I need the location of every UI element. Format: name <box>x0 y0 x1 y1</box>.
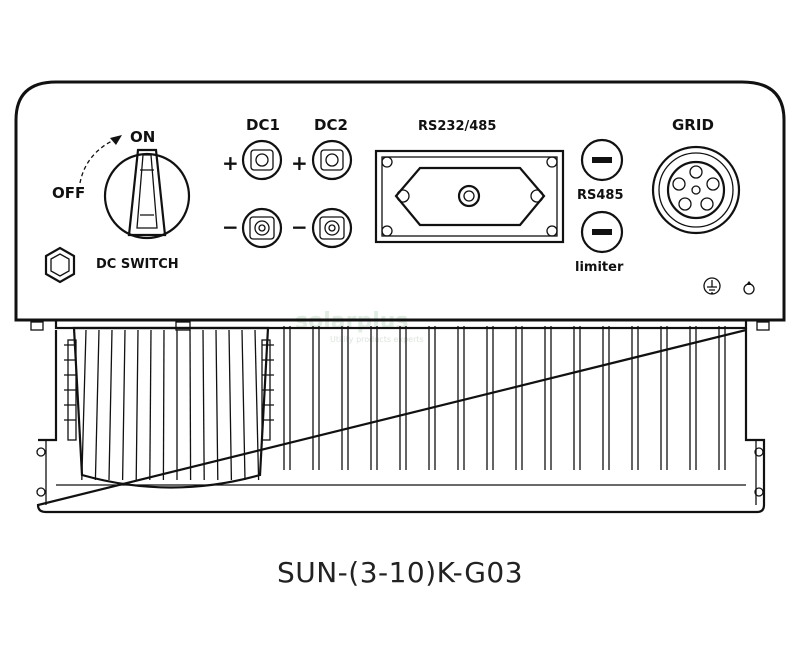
ground-screw <box>743 281 755 295</box>
dc2-plus-connector <box>311 139 353 181</box>
limiter-label: limiter <box>575 260 624 275</box>
heatsink-fin <box>399 326 407 470</box>
dc-switch-label: DC SWITCH <box>96 257 179 272</box>
heatsink-fin <box>486 326 494 470</box>
fan-fin <box>254 329 260 481</box>
dc2-minus-connector <box>311 207 353 249</box>
dc1-label: DC1 <box>246 116 280 134</box>
heatsink-fin <box>428 326 436 470</box>
fan-fin <box>241 329 246 481</box>
dc2-plus-sign: + <box>291 151 308 175</box>
heatsink-fin <box>457 326 465 470</box>
cable-gland-inner <box>50 253 70 277</box>
ground-symbol-icon <box>703 277 721 295</box>
mc4-connector-icon <box>255 153 269 167</box>
rs232-485-label: RS232/485 <box>418 119 496 134</box>
fan-housing <box>72 326 270 489</box>
inverter-housing <box>14 80 786 322</box>
heatsink-fin <box>341 326 349 470</box>
rs485-label: RS485 <box>577 188 624 203</box>
dc-switch: ON OFF DC SWITCH <box>52 128 191 272</box>
heatsink <box>30 318 770 514</box>
fan-fin <box>108 329 113 481</box>
dc1-plus-connector <box>241 139 283 181</box>
grid-connector-icon <box>651 145 741 235</box>
fan-fin <box>149 329 152 481</box>
db-connector-icon <box>374 149 565 244</box>
heatsink-fin <box>602 326 610 470</box>
watermark: solarplus Utility products experts <box>295 309 424 344</box>
off-label: OFF <box>52 184 85 202</box>
heatsink-fin <box>544 326 552 470</box>
limiter-port <box>580 210 624 254</box>
heatsink-fin <box>515 326 523 470</box>
dc2-label: DC2 <box>314 116 348 134</box>
dc1-minus-connector <box>241 207 283 249</box>
heatsink-fin <box>370 326 378 470</box>
fan-fins <box>81 329 260 481</box>
fan-fin <box>189 329 192 481</box>
fan-fin <box>215 329 219 481</box>
heatsink-fin <box>660 326 668 470</box>
rs485-port <box>580 138 624 182</box>
cable-gland <box>44 246 76 284</box>
fan-fin <box>135 329 139 481</box>
on-label: ON <box>130 128 155 146</box>
fan-fin <box>162 329 165 481</box>
model-caption: SUN-(3-10)K-G03 <box>276 556 524 589</box>
heatsink-fin <box>573 326 581 470</box>
heatsink-fin <box>718 326 726 470</box>
dc-switch-knob-icon <box>127 148 167 237</box>
dc2-minus-sign: − <box>291 215 308 239</box>
heatsink-fin <box>631 326 639 470</box>
switch-arrow-head <box>110 135 122 145</box>
fan-fin <box>81 329 87 481</box>
heatsink-fin <box>283 326 291 470</box>
fan-fin <box>94 329 100 481</box>
dc1-minus-sign: − <box>222 215 239 239</box>
switch-knob-body <box>103 152 191 240</box>
heat-fins <box>283 326 726 470</box>
switch-arc-arrow <box>79 137 119 184</box>
dc1-plus-sign: + <box>222 151 239 175</box>
grid-label: GRID <box>672 116 714 134</box>
switch-knob-inner <box>136 154 158 229</box>
fan-fin <box>121 329 126 481</box>
heatsink-fin <box>312 326 320 470</box>
fan-fin <box>202 329 205 481</box>
cable-gland-icon <box>44 246 76 284</box>
fan-fin <box>228 329 233 481</box>
heatsink-fin <box>689 326 697 470</box>
